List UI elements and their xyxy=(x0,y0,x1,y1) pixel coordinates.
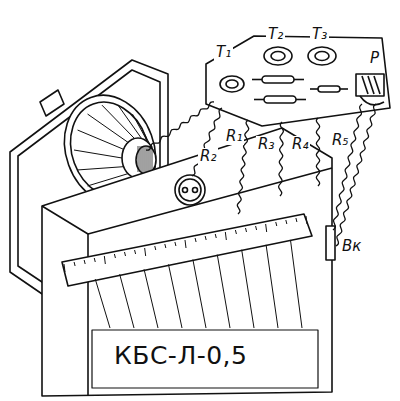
lid-latch xyxy=(40,90,64,116)
switch xyxy=(326,226,335,260)
resistor-label: R₁ xyxy=(224,128,244,145)
terminal-strip xyxy=(356,74,384,105)
resistor-label: R₂ xyxy=(198,148,218,165)
transistor-label: Т₂ xyxy=(266,26,285,43)
transistor-t1 xyxy=(220,76,244,92)
wire xyxy=(316,118,319,186)
wire xyxy=(336,104,376,246)
resistor-label: R₄ xyxy=(290,136,310,153)
resistor-label: R₅ xyxy=(330,132,350,149)
resistor-label: R₃ xyxy=(256,136,276,153)
wires xyxy=(146,102,376,246)
board-label: Р xyxy=(368,50,381,67)
receiver-body xyxy=(42,128,335,396)
switch-label: Вк xyxy=(340,238,363,255)
volume-knob xyxy=(175,175,205,205)
circuit-board xyxy=(206,36,390,126)
tuning-scale xyxy=(62,214,312,286)
resistor-symbol xyxy=(252,76,348,103)
wire xyxy=(333,104,362,230)
transistor-t2 xyxy=(264,47,292,65)
wire xyxy=(192,108,222,176)
wire xyxy=(146,102,214,150)
transistor-t3 xyxy=(308,47,336,65)
battery-marking: КБС-Л-0,5 xyxy=(112,342,249,369)
transistor-label: Т₁ xyxy=(214,44,233,61)
transistor-label: Т₃ xyxy=(310,26,329,43)
wire xyxy=(279,122,284,196)
